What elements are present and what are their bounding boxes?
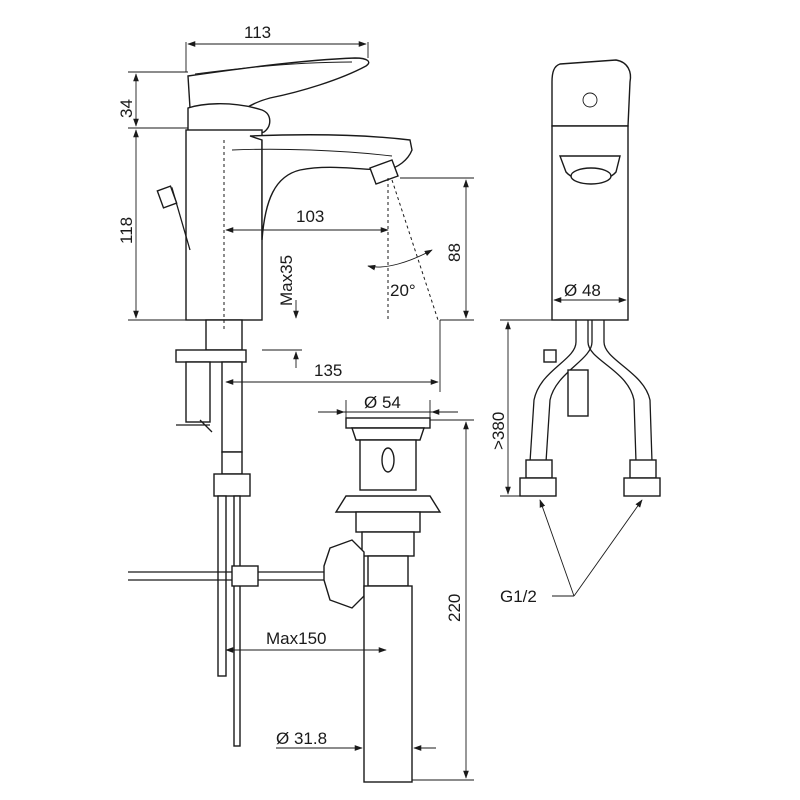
pivot-nut xyxy=(323,539,365,609)
dim-34: 34 xyxy=(117,99,136,118)
right-connector xyxy=(623,477,661,497)
dim-220: 220 xyxy=(445,594,464,622)
dim-max35: Max35 xyxy=(277,255,296,306)
dim-113: 113 xyxy=(244,23,271,42)
left-connector xyxy=(519,477,557,497)
dim-max150: Max150 xyxy=(266,629,326,648)
dim-20deg: 20° xyxy=(390,281,416,300)
faucet-front-view xyxy=(519,59,661,497)
waste-flange xyxy=(345,417,431,429)
waste-assembly xyxy=(323,417,442,783)
faucet-side-view xyxy=(128,57,413,747)
dim-380: >380 xyxy=(489,412,508,450)
shank xyxy=(205,319,243,351)
dimension-lines xyxy=(128,41,643,781)
dim-d318: Ø 31.8 xyxy=(276,729,327,748)
dim-d54: Ø 54 xyxy=(364,393,401,412)
aerator xyxy=(369,159,399,185)
dim-88: 88 xyxy=(445,243,464,262)
dim-135: 135 xyxy=(314,361,342,380)
dimension-labels: 113 34 118 103 88 Max35 20° Ø 48 >380 13… xyxy=(117,23,601,748)
dim-118: 118 xyxy=(117,217,136,244)
mounting-plate xyxy=(175,349,247,363)
tailpiece xyxy=(363,585,413,783)
dim-d48: Ø 48 xyxy=(564,281,601,300)
dim-103: 103 xyxy=(296,207,324,226)
dim-g12: G1/2 xyxy=(500,587,537,606)
front-shank xyxy=(567,369,589,417)
hose-nut xyxy=(213,473,251,497)
